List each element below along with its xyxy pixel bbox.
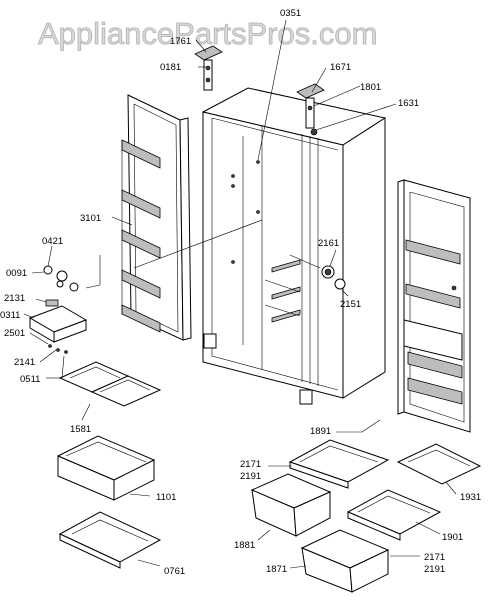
label-1671: 1671	[330, 62, 351, 73]
freezer-shelf-0761	[58, 511, 162, 569]
glass-shelf-1931	[396, 443, 482, 485]
label-1891: 1891	[310, 426, 331, 437]
label-0511: 0511	[20, 374, 40, 385]
label-1761: 1761	[170, 36, 191, 47]
label-1881: 1881	[234, 540, 255, 551]
fresh-food-door	[397, 179, 471, 433]
label-0351: 0351	[280, 8, 301, 19]
crisper-drawer-1871	[300, 529, 390, 593]
label-1581: 1581	[70, 424, 91, 435]
label-1801: 1801	[360, 82, 381, 93]
label-1631: 1631	[398, 98, 419, 109]
label-2171-upper: 2171	[240, 459, 261, 470]
label-0421: 0421	[42, 236, 63, 247]
label-2141: 2141	[14, 357, 35, 368]
label-3101: 3101	[80, 213, 101, 224]
freezer-basket-1101	[56, 435, 156, 501]
freezer-shelf-1581	[58, 361, 162, 407]
label-0181: 0181	[160, 62, 181, 73]
label-2171-lower: 2171	[424, 552, 445, 563]
label-1101: 1101	[156, 492, 176, 503]
lamp-socket	[43, 265, 79, 292]
label-1871: 1871	[266, 564, 287, 575]
label-2501: 2501	[4, 328, 25, 339]
top-hinge-right	[296, 83, 325, 136]
freezer-door	[121, 94, 192, 341]
crisper-cover-1891	[288, 439, 390, 489]
label-2191-lower: 2191	[424, 564, 445, 575]
label-0091: 0091	[6, 268, 27, 279]
leader-lines	[23, 19, 457, 569]
crisper-cover-1901	[346, 489, 442, 541]
label-2191-upper: 2191	[240, 471, 261, 482]
label-2131: 2131	[4, 293, 25, 304]
label-1931: 1931	[460, 492, 481, 503]
label-1901: 1901	[442, 532, 463, 543]
water-fitting	[321, 265, 346, 290]
light-housing	[28, 299, 88, 354]
crisper-drawer-1881	[250, 473, 332, 537]
part-labels: 0351 1761 0181 1671 1801 1631 3101 0421 …	[0, 8, 481, 577]
label-0311: 0311	[0, 310, 20, 321]
label-2151: 2151	[340, 299, 361, 310]
label-0761: 0761	[164, 566, 185, 577]
cabinet	[201, 87, 387, 405]
watermark-text: AppliancePartsPros.com	[38, 16, 377, 51]
top-hinge-left	[194, 45, 223, 91]
label-2161: 2161	[318, 238, 339, 249]
